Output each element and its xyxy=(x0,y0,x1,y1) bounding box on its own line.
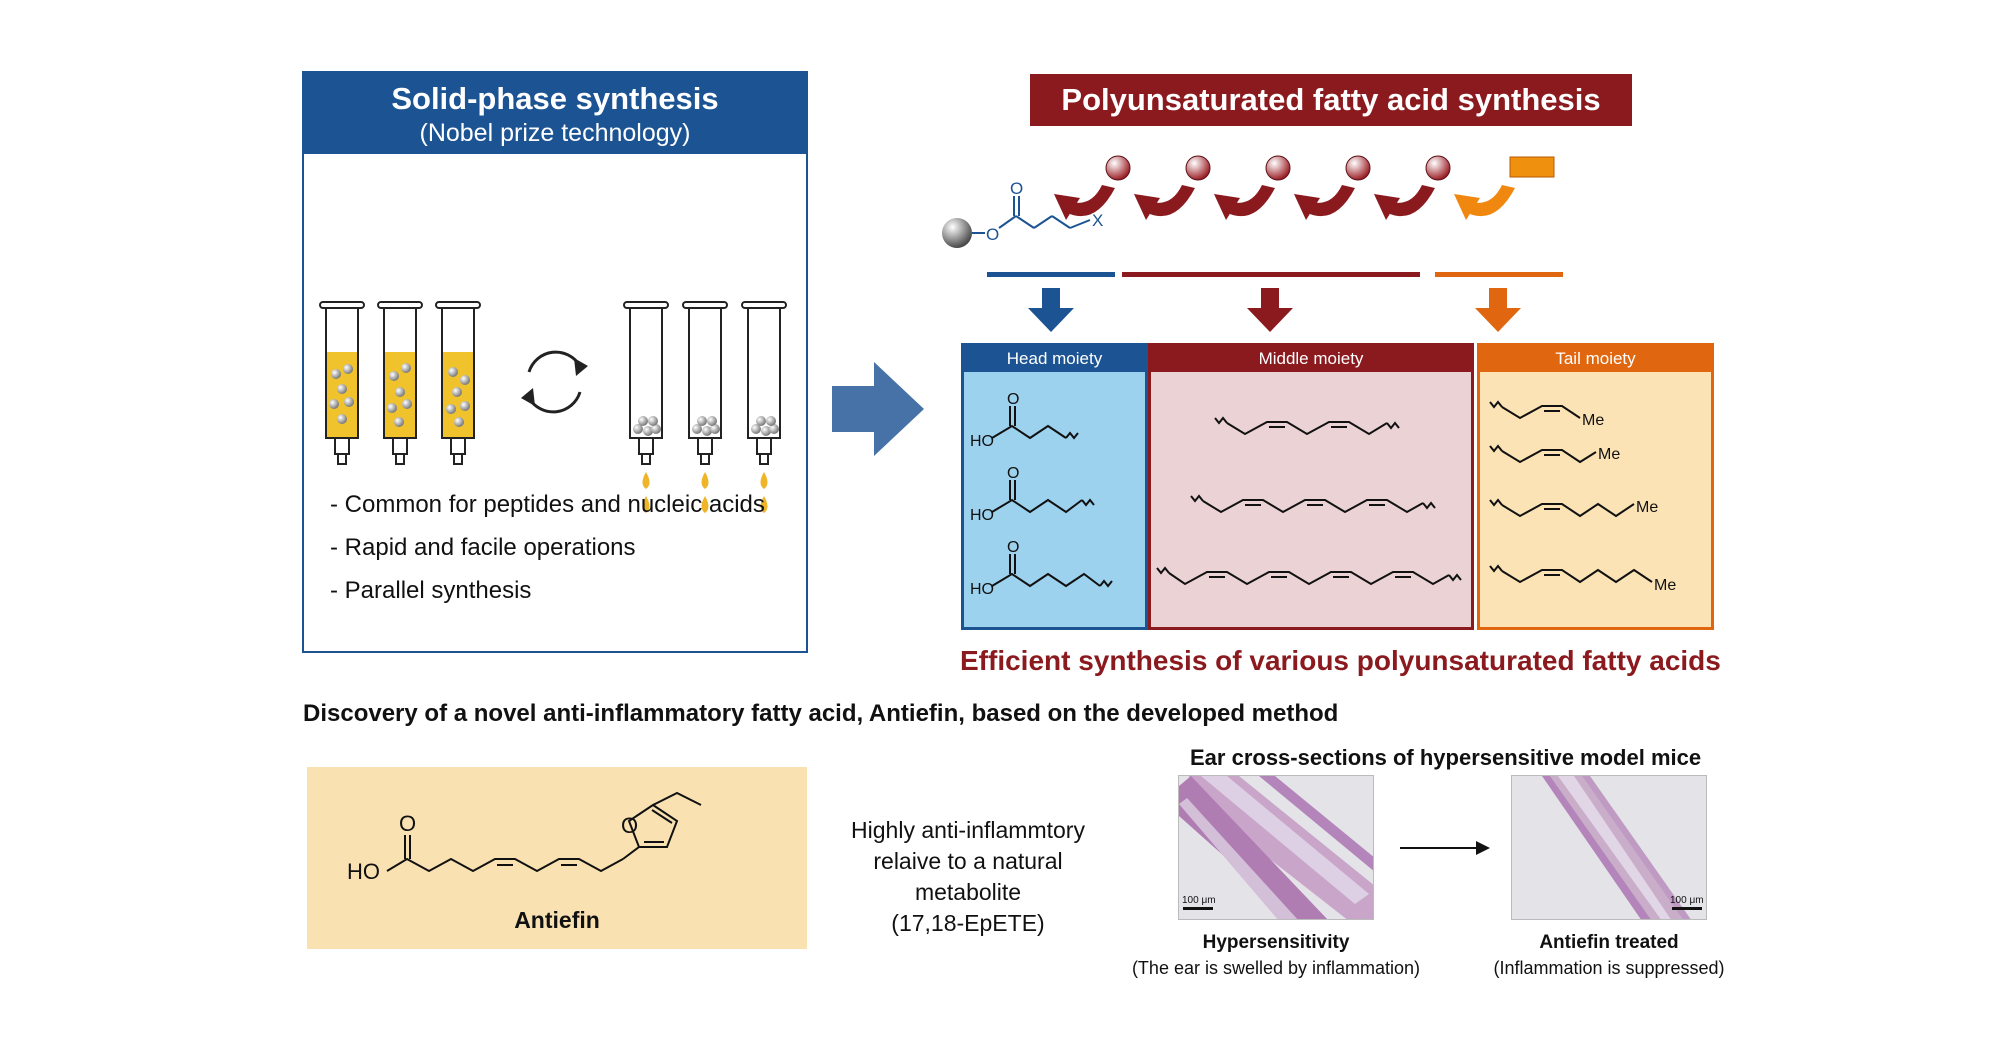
building-block-red-2 xyxy=(1134,155,1211,220)
caption-antiefin-title: Antiefin treated xyxy=(1539,932,1679,953)
resin-oxygen-label: O xyxy=(986,225,999,244)
ear-section-title: Ear cross-sections of hypersensitive mod… xyxy=(1190,745,1702,770)
micrograph-antiefin-treated-image: 100 μm xyxy=(1512,776,1706,919)
head-3-hydroxyl: HO xyxy=(970,581,994,598)
middle-down-arrow-icon xyxy=(1247,288,1293,332)
head-moiety-box: Head moiety HO O HO O HO O xyxy=(961,343,1148,630)
solid-phase-title: Solid-phase synthesis xyxy=(391,81,719,116)
head-section-bar xyxy=(987,272,1115,277)
syringe-drained-1 xyxy=(623,301,669,513)
syringe-filled-2 xyxy=(377,301,423,465)
antiefin-hydroxyl: HO xyxy=(347,859,380,884)
tail-3-methyl: Me xyxy=(1636,499,1658,516)
antiefin-structure: HO O O xyxy=(347,791,702,884)
tail-moiety-label: Tail moiety xyxy=(1480,346,1711,372)
syringe-drained-2 xyxy=(682,301,728,513)
treatment-arrow-icon xyxy=(1400,841,1490,855)
flow-arrow-icon xyxy=(832,362,924,456)
antiefin-carbonyl-oxygen: O xyxy=(399,811,416,836)
syringe-illustration xyxy=(319,301,787,513)
building-block-red-5 xyxy=(1374,155,1451,220)
x-group-label: X xyxy=(1092,211,1103,230)
solid-phase-header: Solid-phase synthesis (Nobel prize techn… xyxy=(304,73,806,154)
head-2-hydroxyl: HO xyxy=(970,507,994,524)
pufa-scheme: O O X xyxy=(942,155,1563,332)
micrograph-antiefin-treated: 100 μm xyxy=(1511,775,1707,920)
building-block-red-3 xyxy=(1214,155,1291,220)
middle-section-bar xyxy=(1122,272,1420,277)
building-block-red-4 xyxy=(1294,155,1371,220)
carbonyl-oxygen-label: O xyxy=(1010,179,1023,198)
antiefin-structure-box: HO O O Antiefin xyxy=(307,767,807,949)
antiefin-furan-oxygen: O xyxy=(621,813,638,838)
discovery-heading: Discovery of a novel anti-inflammatory f… xyxy=(303,700,1339,727)
cycle-arrows-icon xyxy=(521,350,588,414)
head-moiety-structures: HO O HO O HO O xyxy=(970,391,1113,598)
tail-1-methyl: Me xyxy=(1582,412,1604,429)
syringe-filled-1 xyxy=(319,301,365,465)
middle-moiety-box: Middle moiety xyxy=(1148,343,1474,630)
comparison-line-2: relaive to a natural metabolite xyxy=(873,848,1063,905)
pufa-result-text: Efficient synthesis of various polyunsat… xyxy=(960,645,1721,676)
resin-linker: O O X xyxy=(942,179,1103,248)
comparison-line-1: Highly anti-inflammtory xyxy=(851,817,1085,843)
solid-phase-panel: Solid-phase synthesis (Nobel prize techn… xyxy=(302,71,808,653)
head-1-hydroxyl: HO xyxy=(970,433,994,450)
micrograph-hypersensitivity: 100 μm xyxy=(1178,775,1374,920)
antiefin-name: Antiefin xyxy=(514,907,600,933)
middle-moiety-label: Middle moiety xyxy=(1151,346,1471,372)
tail-4-methyl: Me xyxy=(1654,577,1676,594)
middle-moiety-structures xyxy=(1156,416,1462,586)
tail-down-arrow-icon xyxy=(1475,288,1521,332)
anti-inflammatory-comparison: Highly anti-inflammtory relaive to a nat… xyxy=(818,815,1118,939)
tail-section-bar xyxy=(1435,272,1563,277)
solid-phase-bullet-2: - Rapid and facile operations xyxy=(330,534,636,561)
head-1-oxygen: O xyxy=(1007,391,1019,408)
building-block-orange xyxy=(1454,156,1555,220)
scale-bar-right: 100 μm xyxy=(1670,895,1704,906)
head-2-oxygen: O xyxy=(1007,465,1019,482)
caption-hypersensitivity-detail: (The ear is swelled by inflammation) xyxy=(1131,958,1421,978)
scale-bar-left: 100 μm xyxy=(1182,895,1216,906)
building-block-red-1 xyxy=(1054,155,1131,220)
syringe-filled-3 xyxy=(435,301,481,465)
head-moiety-label: Head moiety xyxy=(964,346,1145,372)
solid-phase-bullet-3: - Parallel synthesis xyxy=(330,577,532,604)
syringe-drained-3 xyxy=(741,301,787,513)
comparison-line-3: (17,18-EpETE) xyxy=(891,910,1045,936)
head-3-oxygen: O xyxy=(1007,539,1019,556)
head-down-arrow-icon xyxy=(1028,288,1074,332)
tail-moiety-box: Tail moiety Me Me Me Me xyxy=(1477,343,1714,630)
caption-antiefin-detail: (Inflammation is suppressed) xyxy=(1493,958,1725,978)
caption-hypersensitivity-title: Hypersensitivity xyxy=(1202,932,1350,953)
micrograph-hypersensitivity-image: 100 μm xyxy=(1179,776,1373,919)
tail-2-methyl: Me xyxy=(1598,446,1620,463)
pufa-title: Polyunsaturated fatty acid synthesis xyxy=(1030,74,1632,126)
tail-moiety-structures: Me Me Me Me xyxy=(1489,400,1676,594)
solid-phase-subtitle: (Nobel prize technology) xyxy=(419,119,691,147)
solid-phase-bullet-1: - Common for peptides and nucleic acids xyxy=(330,491,765,518)
